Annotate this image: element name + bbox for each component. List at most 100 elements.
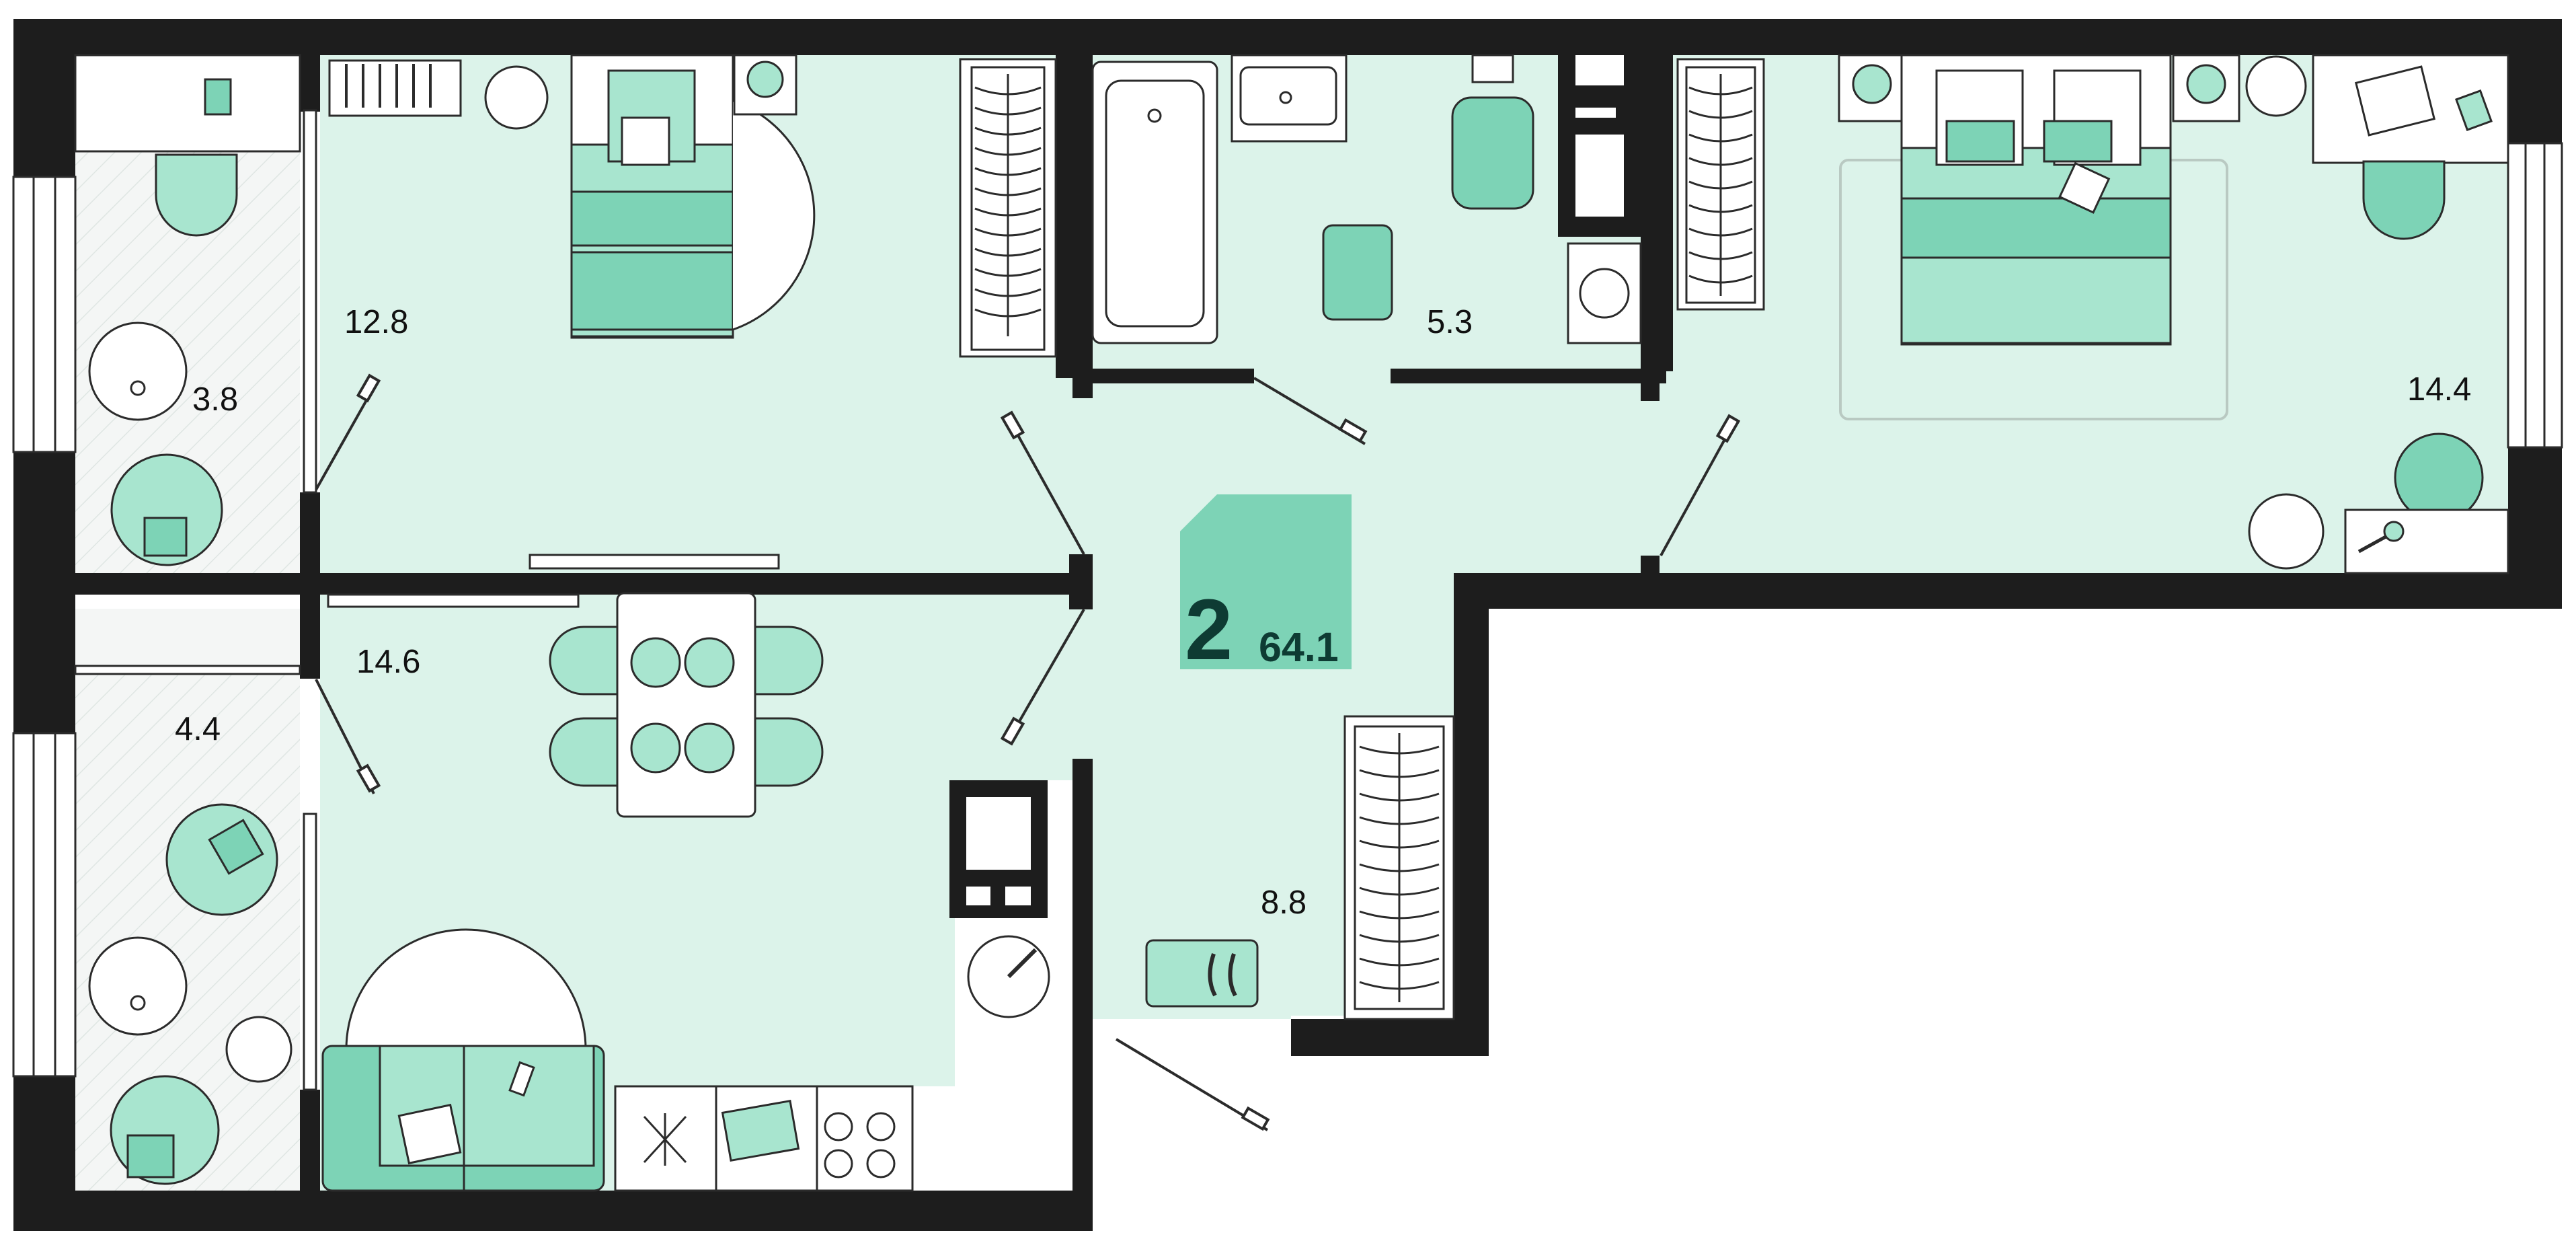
shaft-cut-1	[1575, 55, 1624, 85]
shaft-cut-3	[1575, 135, 1624, 217]
wall-bottom-right-stub	[1072, 1019, 1093, 1231]
armchair-loggia-top	[110, 453, 223, 566]
window-loggia-top	[12, 176, 77, 453]
wall-bath-bottom-left	[1072, 369, 1254, 383]
area-kids-bedroom: 12.8	[344, 304, 408, 340]
wall-bath-right-stub	[1641, 371, 1660, 401]
shaft-cut-6	[1005, 887, 1031, 905]
dining-chair-2	[549, 717, 619, 787]
walls	[13, 19, 2562, 1231]
chair-master	[2362, 160, 2446, 240]
cushion-icon	[397, 1103, 462, 1165]
wall-master-pier	[1641, 556, 1660, 573]
round-rug-bedroom1	[732, 100, 816, 331]
door-loggia-top	[315, 384, 377, 490]
phone-icon	[2455, 89, 2493, 131]
door-mat	[1145, 939, 1259, 1008]
door-bedroom1	[1007, 418, 1085, 555]
wall-loggia-top-upper	[300, 55, 320, 110]
cooktop	[816, 1085, 914, 1192]
wall-mid-horizontal	[13, 573, 1093, 595]
plant-master-floor-icon	[2248, 493, 2325, 570]
radiator-living	[327, 593, 580, 608]
wall-bath-right	[1641, 55, 1673, 371]
door-entrance	[1115, 1038, 1269, 1131]
shaft-cut-2	[1575, 108, 1616, 118]
lamp-master-left-icon	[1852, 64, 1892, 104]
pouf-master	[2394, 433, 2484, 523]
furniture	[74, 54, 2509, 1192]
lamp-master-right-icon	[2186, 64, 2226, 104]
total-area: 64.1	[1259, 624, 1339, 670]
radiator-bedroom1	[529, 554, 780, 570]
wall-step-horizontal	[1454, 573, 2562, 609]
wall-loggia-bottom-lower	[300, 1090, 320, 1191]
window-master	[2507, 142, 2563, 449]
dining-table	[616, 592, 756, 818]
wall-bath-bottom-right	[1391, 369, 1666, 383]
book-on-bed-icon	[2058, 161, 2111, 214]
loggia-top-desk	[74, 54, 301, 153]
doors	[315, 373, 1741, 1131]
wardrobe-hall-hangers	[1359, 733, 1440, 1002]
round-rug-living	[345, 928, 587, 1051]
windows	[12, 109, 2563, 1091]
area-hallway: 8.8	[1261, 885, 1306, 921]
wall-bath-left	[1056, 55, 1093, 378]
wall-left-upper	[13, 19, 75, 177]
wardrobe-master-hangers	[1688, 74, 1753, 296]
plant-loggia-bottom-icon	[225, 1016, 292, 1083]
dresser-master	[2344, 509, 2509, 574]
round-table-loggia-top	[88, 322, 188, 421]
remote-icon	[508, 1061, 535, 1097]
wall-step-vertical	[1454, 573, 1489, 1056]
wall-kitchen-right-upper	[1072, 759, 1093, 1019]
wall-bottom	[13, 1191, 1093, 1231]
toilet-tank	[1471, 54, 1514, 83]
window-loggia-bottom	[12, 732, 77, 1078]
shaft-details	[966, 55, 1624, 905]
glazing-loggia-bottom	[303, 813, 317, 1091]
area-loggia-bottom: 4.4	[175, 711, 221, 747]
area-kitchen-living: 14.6	[356, 644, 420, 680]
dining-chair-4	[754, 717, 824, 787]
room-count: 2	[1185, 582, 1233, 678]
toilet-bowl	[1451, 96, 1534, 210]
area-loggia-top: 3.8	[192, 381, 238, 418]
lamp-bedroom1-icon	[746, 61, 784, 98]
area-master-bedroom: 14.4	[2407, 371, 2471, 408]
door-master	[1660, 420, 1736, 556]
bath-mat	[1322, 224, 1393, 321]
plant-master-icon	[2245, 55, 2307, 117]
wall-hall-bottom	[1291, 1019, 1489, 1056]
plant-bedroom1-icon	[484, 65, 549, 130]
slippers-icon	[1208, 953, 1237, 997]
laptop-icon	[2354, 65, 2436, 137]
wall-loggia-bottom-upper	[300, 595, 320, 679]
loggia-bottom-shelf	[74, 665, 301, 675]
cutting-board-icon	[721, 1099, 800, 1162]
area-badge: 2 64.1	[1180, 494, 1352, 678]
wall-mid-block	[1069, 554, 1093, 609]
area-bathroom: 5.3	[1427, 304, 1473, 340]
glazing-loggia-top	[303, 109, 317, 494]
plate-icon	[630, 637, 681, 688]
wall-loggia-top-lower	[300, 492, 320, 573]
mirror-icon	[2357, 535, 2387, 554]
shaft-cut-5	[966, 887, 990, 905]
burner-icon	[824, 1112, 853, 1141]
bookshelf	[328, 59, 462, 117]
chair-loggia-top	[155, 153, 238, 237]
room-labels: 3.8 4.4 12.8 5.3 14.4 14.6 8.8	[175, 304, 2471, 921]
shaft-cut-4	[966, 797, 1031, 870]
book-icon	[204, 78, 232, 116]
badge-shape	[1180, 494, 1352, 669]
wardrobe-bedroom1-hangers	[974, 74, 1042, 336]
dining-chair-3	[754, 626, 824, 696]
wall-right-upper	[2508, 19, 2562, 143]
wall-top	[13, 19, 2562, 55]
round-table-loggia-bottom	[88, 936, 188, 1036]
dining-chair-1	[549, 626, 619, 696]
door-kitchen	[1007, 609, 1085, 741]
